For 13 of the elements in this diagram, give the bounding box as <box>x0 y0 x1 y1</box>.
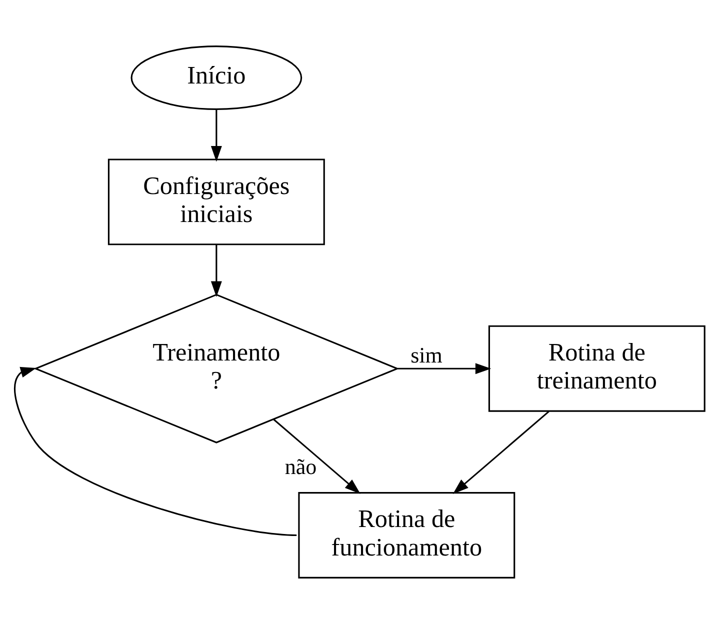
arrow <box>210 108 222 162</box>
arrow <box>210 244 222 296</box>
arrow <box>398 362 492 374</box>
node-ellipse: Início <box>130 45 302 110</box>
arrow <box>273 418 360 494</box>
node-box: Rotina de funcionamento <box>298 492 516 578</box>
edge-label: sim <box>410 342 442 368</box>
node-diamond: Treinamento ? <box>34 293 400 443</box>
node-box: Configurações iniciais <box>108 158 325 245</box>
arrow <box>14 366 297 536</box>
arrow <box>452 410 550 494</box>
edge-label: não <box>284 453 317 478</box>
node-box: Rotina de treinamento <box>488 324 706 412</box>
